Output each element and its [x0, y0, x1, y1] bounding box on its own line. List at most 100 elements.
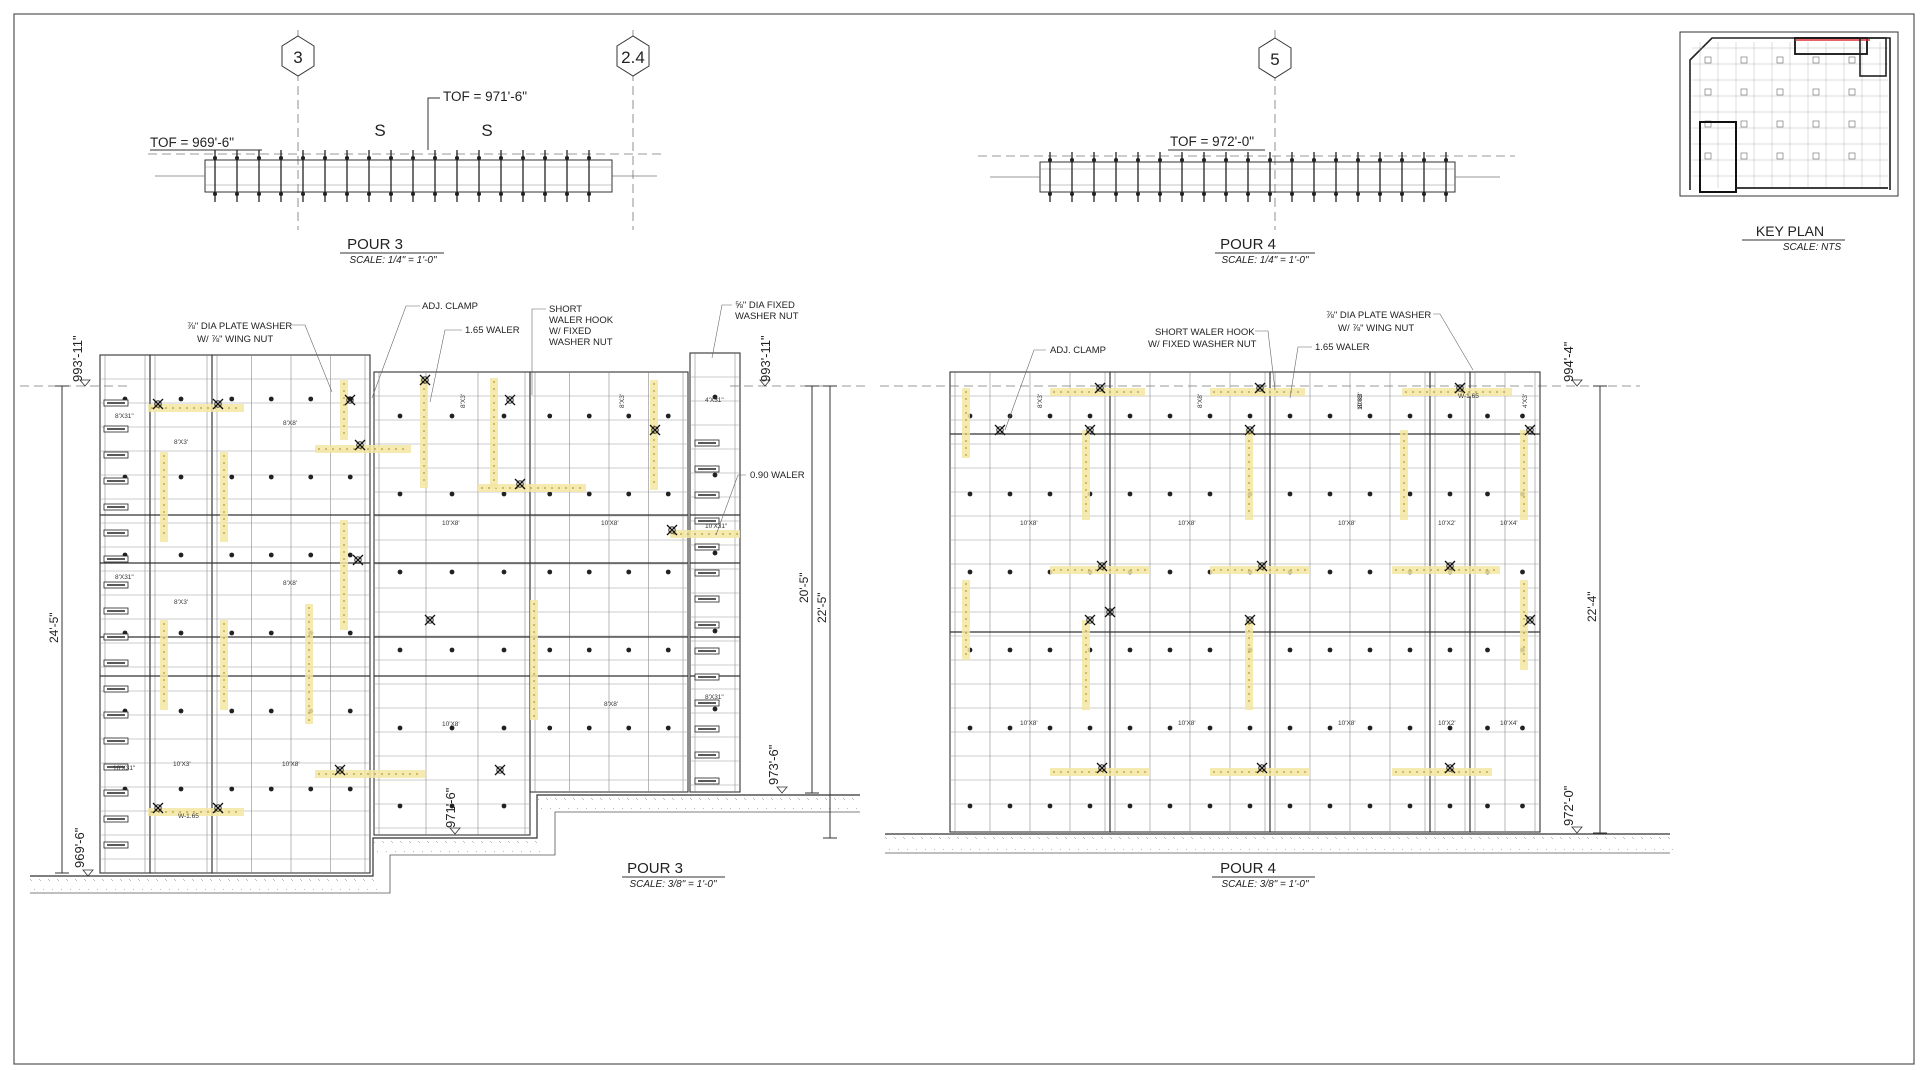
linework: [680, 797, 684, 801]
waler-bolt: [1248, 679, 1250, 681]
waler-bolt: [1095, 771, 1097, 773]
waler-bolt: [343, 586, 345, 588]
linework: [1794, 37, 1868, 55]
waler-bolt: [1248, 644, 1250, 646]
waler-bolt: [395, 773, 397, 775]
linework: [1608, 848, 1611, 851]
linework: [353, 878, 357, 882]
linework: [1253, 836, 1257, 840]
linework: [299, 878, 303, 882]
linework: [1032, 848, 1035, 851]
waler-strip: [1050, 566, 1150, 574]
pour3-section-view: 3 2.4 TOF = 969'-6" TOF = 971'-6" S S PO…: [148, 30, 665, 266]
clamp: [666, 524, 678, 536]
waler-bolt: [1489, 391, 1491, 393]
waler-bolt: [1437, 569, 1439, 571]
waler-bolt: [1085, 510, 1087, 512]
grid-bubble-5: [1258, 37, 1292, 79]
waler-bolt: [1269, 569, 1271, 571]
section-bolt: [1422, 158, 1426, 162]
linework: [1203, 848, 1206, 851]
linework: [819, 807, 822, 810]
tie-rod: [1367, 413, 1373, 419]
linework: [326, 878, 330, 882]
waler-bolt: [343, 551, 345, 553]
waler-bolt: [502, 487, 504, 489]
linework: [806, 797, 810, 801]
section-bolt: [587, 156, 591, 160]
tie-rod: [347, 786, 353, 792]
linework: [1509, 848, 1512, 851]
linework: [1653, 848, 1656, 851]
clamp: [336, 766, 344, 774]
tie-rod: [501, 569, 507, 575]
tie-rod: [665, 725, 671, 731]
linework: [893, 836, 897, 840]
clamp: [1086, 426, 1094, 434]
linework: [947, 836, 951, 840]
linework: [671, 797, 675, 801]
linework: [1518, 848, 1521, 851]
callout-hook-4: WASHER NUT: [549, 337, 613, 348]
waler-bolt: [1496, 391, 1498, 393]
waler-bolt: [533, 715, 535, 717]
linework: [902, 836, 906, 840]
linework: [549, 807, 552, 810]
linework: [756, 807, 759, 810]
waler-bolt: [1403, 496, 1405, 498]
tie-rod: [1127, 491, 1133, 497]
waler-bolt: [1416, 771, 1418, 773]
waler-bolt: [1123, 569, 1125, 571]
waler-bolt: [1053, 569, 1055, 571]
waler-bolt: [1248, 771, 1250, 773]
waler-bolt: [163, 637, 165, 639]
linework: [761, 797, 765, 801]
waler-bolt: [493, 416, 495, 418]
linework: [1740, 56, 1748, 64]
waler-bolt: [423, 395, 425, 397]
section-bolt: [455, 156, 459, 160]
waler-bolt: [235, 811, 237, 813]
waler-bolt: [1220, 771, 1222, 773]
waler-bolt: [1085, 440, 1087, 442]
waler-bolt: [722, 533, 724, 535]
linework: [653, 797, 657, 801]
clamp: [212, 398, 224, 410]
tie-rod: [665, 413, 671, 419]
waler-bolt: [1523, 440, 1525, 442]
panel-tag: 10'X31": [113, 765, 136, 772]
clamp: [346, 396, 354, 404]
clamp: [354, 556, 362, 564]
waler-bolt: [1095, 569, 1097, 571]
section-bolt: [1268, 158, 1272, 162]
waler-strip: [420, 378, 428, 488]
linework: [1023, 848, 1026, 851]
waler-bolt: [163, 511, 165, 513]
waler-bolt: [193, 407, 195, 409]
linework: [285, 888, 288, 891]
panel-tag: W-1.65: [1458, 393, 1479, 400]
section-bolt: [499, 156, 503, 160]
waler-bolt: [579, 487, 581, 489]
tie-rod: [712, 628, 718, 634]
waler-bolt: [1081, 391, 1083, 393]
waler-bolt: [1109, 569, 1111, 571]
linework: [1037, 836, 1041, 840]
waler-bolt: [493, 458, 495, 460]
tie-rod: [229, 552, 235, 558]
waler-bolt: [308, 621, 310, 623]
pour3-section-wall: [155, 150, 657, 202]
waler-bolt: [1283, 771, 1285, 773]
waler-bolt: [1486, 771, 1488, 773]
clamp: [1084, 424, 1096, 436]
grid-label-3: 3: [293, 48, 302, 67]
waler-bolt: [1248, 510, 1250, 512]
waler-bolt: [1088, 569, 1090, 571]
waler-bolt: [493, 381, 495, 383]
elev-top-left: 993'-11": [70, 335, 85, 382]
linework: [1059, 848, 1062, 851]
section-bolt: [1312, 192, 1316, 196]
tie-rod: [586, 725, 592, 731]
section-bolt: [433, 192, 437, 196]
waler-strip: [160, 620, 168, 710]
